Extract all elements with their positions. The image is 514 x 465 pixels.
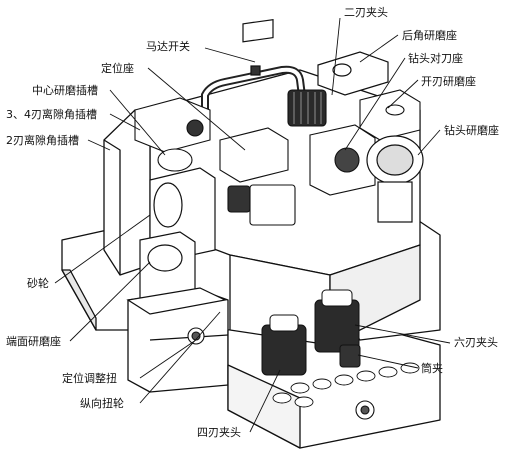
rear-angle-seat-block <box>317 51 389 96</box>
label-feed-knob: 纵向扭轮 <box>80 397 124 410</box>
positioning-knurled-knob <box>227 185 251 213</box>
drill-grind-seat-stand <box>377 181 413 223</box>
motor-switch-box <box>242 18 274 43</box>
label-positioning-seat: 定位座 <box>101 62 134 75</box>
motor-switch-toggle <box>250 65 261 76</box>
six-blade-clamp <box>314 299 360 353</box>
four-blade-clamp <box>261 324 307 376</box>
center-slot-knob <box>186 119 204 137</box>
label-position-knob: 定位调整扭 <box>62 372 117 385</box>
end-face-disc <box>147 244 183 272</box>
label-motor-switch: 马达开关 <box>146 40 190 53</box>
label-end-face-seat: 端面研磨座 <box>6 335 61 348</box>
label-slot-34: 3、4刃离隙角插槽 <box>6 108 97 121</box>
rear-seat-hole <box>332 63 352 77</box>
label-four-blade-clamp: 四刃夹头 <box>197 426 241 439</box>
center-slot-hole <box>157 148 193 172</box>
label-center-slot: 中心研磨插槽 <box>32 84 98 97</box>
label-six-blade-clamp: 六刃夹头 <box>454 336 498 349</box>
leader-lines <box>54 17 451 433</box>
drill-tool-knob <box>334 147 360 173</box>
label-collet: 筒夹 <box>421 362 443 375</box>
label-slot-2: 2刃离隙角插槽 <box>6 134 79 147</box>
label-drill-grind-seat: 钻头研磨座 <box>444 124 499 137</box>
grinding-wheel <box>153 182 183 228</box>
label-drill-tool-seat: 钻头对刀座 <box>408 52 463 65</box>
split-blade-seat <box>359 89 421 141</box>
label-rear-angle-seat: 后角研磨座 <box>402 29 457 42</box>
label-wheel: 砂轮 <box>27 277 49 290</box>
end-face-base <box>126 287 227 315</box>
positioning-seat-block <box>219 127 289 183</box>
two-blade-clamp-body <box>287 89 327 127</box>
label-two-blade-clamp: 二刃夹头 <box>344 6 388 19</box>
positioning-bracket <box>249 184 296 226</box>
center-slot-block <box>134 97 211 153</box>
label-split-blade-seat: 开刃研磨座 <box>421 75 476 88</box>
collet <box>339 344 361 368</box>
